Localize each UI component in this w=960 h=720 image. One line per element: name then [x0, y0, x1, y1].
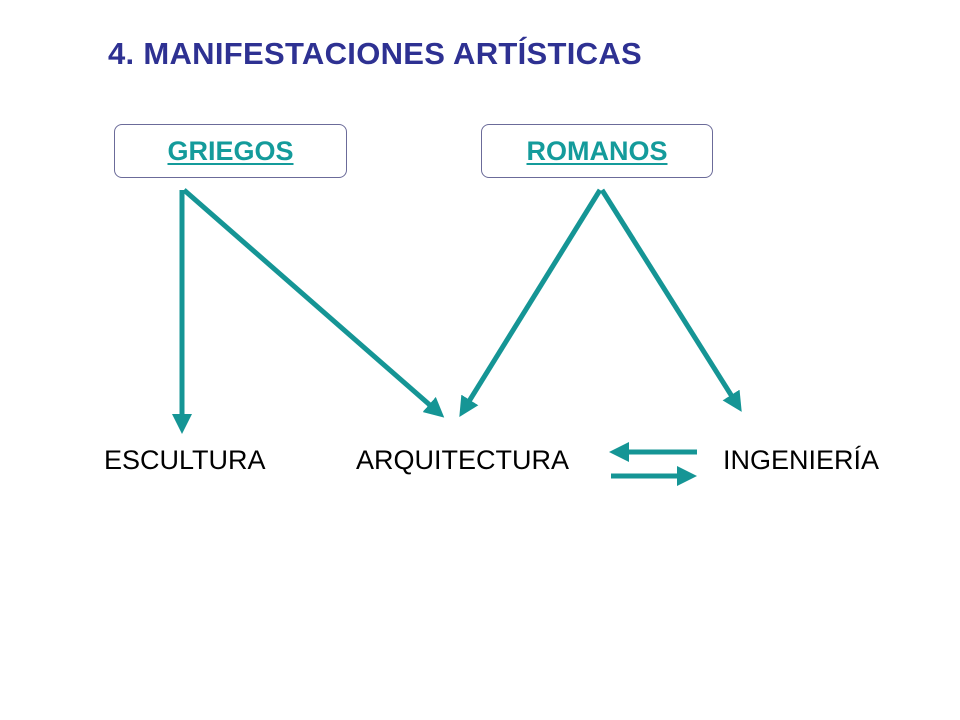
arrow-romanos-ingenieria [599, 188, 742, 412]
griegos-link[interactable]: GRIEGOS [167, 135, 294, 166]
romanos-box[interactable]: ROMANOS [481, 124, 713, 178]
term-escultura: ESCULTURA [104, 445, 266, 475]
slide-title: 4. MANIFESTACIONES ARTÍSTICAS [108, 36, 643, 71]
griegos-box[interactable]: GRIEGOS [114, 124, 347, 178]
term-ingenieria: INGENIERÍA [723, 445, 880, 475]
arrow-griegos-arquitectura [182, 188, 445, 418]
romanos-link[interactable]: ROMANOS [526, 135, 668, 166]
term-arquitectura: ARQUITECTURA [356, 445, 570, 475]
arrow-romanos-arquitectura [459, 188, 603, 417]
